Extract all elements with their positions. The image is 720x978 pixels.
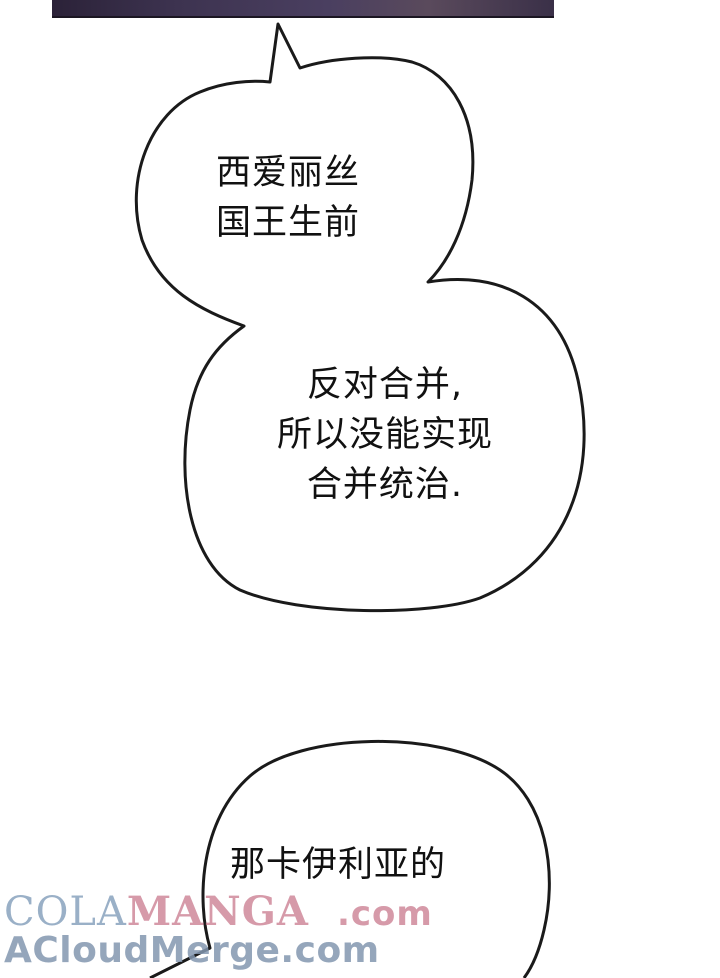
- speech-line: 合并统治.: [306, 465, 464, 505]
- speech-text-bottom-bubble: 那卡伊利亚的: [230, 840, 446, 890]
- speech-bubble-upper: [134, 22, 586, 613]
- watermark-manga: MANGA: [126, 888, 309, 935]
- speech-text-lower-lobe: 反对合并, 所以没能实现 合并统治.: [240, 360, 530, 510]
- watermark-cola: COLA: [4, 889, 127, 935]
- speech-bubble-lower: [149, 739, 551, 978]
- speech-line: 那卡伊利亚的: [230, 845, 447, 885]
- watermark-line-1: COLAMANGA .com: [4, 888, 433, 935]
- watermark: COLAMANGA .com ACloudMerge.com: [2, 888, 432, 978]
- previous-panel-edge: [52, 0, 554, 18]
- watermark-line-2: ACloudMerge.com: [4, 930, 380, 971]
- watermark-com: .com: [336, 894, 433, 934]
- speech-line: 西爱丽丝: [216, 153, 361, 193]
- speech-text-upper-lobe: 西爱丽丝 国王生前: [216, 148, 360, 248]
- speech-line: 反对合并,: [306, 365, 464, 405]
- speech-line: 国王生前: [216, 203, 361, 243]
- speech-line: 所以没能实现: [276, 415, 493, 455]
